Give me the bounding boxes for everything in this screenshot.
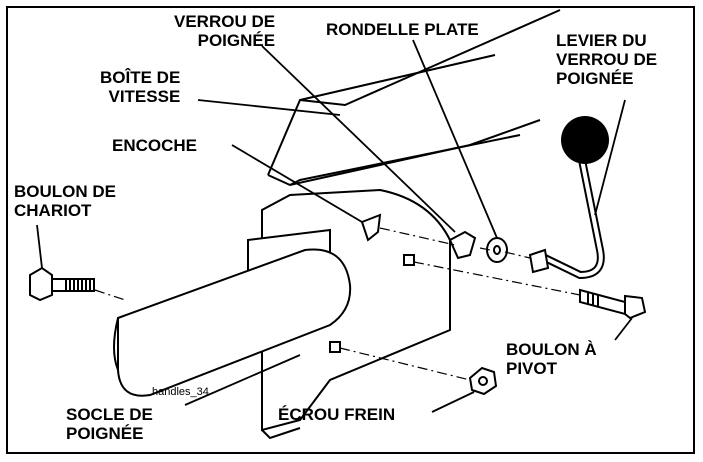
label-levier-line-2: VERROU DE [556, 50, 658, 69]
label-socle-line-1: SOCLE DE [66, 405, 153, 424]
label-verrou-line-1: VERROU DE [174, 12, 276, 31]
gearbox [267, 9, 561, 187]
lock-nut [468, 366, 498, 396]
figure-id: handles_34 [152, 386, 209, 398]
label-boulon-chariot-line-2: CHARIOT [14, 201, 92, 220]
leader-lines [36, 39, 633, 413]
carriage-bolt [29, 266, 95, 302]
label-encoche: ENCOCHE [112, 136, 197, 155]
label-verrou-de-poignee: VERROU DE POIGNÉE [174, 12, 275, 50]
label-rondelle-line-1: RONDELLE PLATE [326, 20, 479, 39]
lock-lever [528, 116, 609, 280]
label-levier-line-3: POIGNÉE [556, 69, 634, 88]
notch [360, 213, 382, 242]
label-socle-line-2: POIGNÉE [66, 424, 144, 443]
label-ecrou-frein: ÉCROU FREIN [278, 405, 395, 424]
label-encoche-line-1: ENCOCHE [112, 136, 198, 155]
label-boite-de-vitesse: BOÎTE DE VITESSE [100, 68, 180, 106]
label-socle-de-poignee: SOCLE DE POIGNÉE [66, 405, 153, 443]
label-boite-line-1: BOÎTE DE [100, 68, 181, 87]
lever-knob [561, 116, 609, 164]
upper-hole [403, 254, 415, 266]
label-pivot-line-1: BOULON À [506, 340, 597, 359]
pivot-bolt [579, 288, 647, 320]
handle-tube [113, 248, 352, 397]
label-pivot-line-2: PIVOT [506, 359, 558, 378]
label-verrou-line-2: POIGNÉE [197, 31, 276, 50]
label-boite-line-2: VITESSE [108, 87, 181, 106]
label-levier-du-verrou: LEVIER DU VERROU DE POIGNÉE [556, 31, 657, 88]
label-levier-line-1: LEVIER DU [556, 31, 647, 50]
label-boulon-chariot-line-1: BOULON DE [14, 182, 116, 201]
lower-hole [329, 341, 341, 353]
label-rondelle-plate: RONDELLE PLATE [326, 20, 479, 39]
flat-washer [486, 237, 508, 263]
label-ecrou-line-1: ÉCROU FREIN [278, 405, 396, 424]
handle-lock [448, 230, 477, 260]
label-boulon-de-chariot: BOULON DE CHARIOT [14, 182, 116, 220]
label-boulon-a-pivot: BOULON À PIVOT [506, 340, 597, 378]
assembly-axes [94, 227, 581, 381]
